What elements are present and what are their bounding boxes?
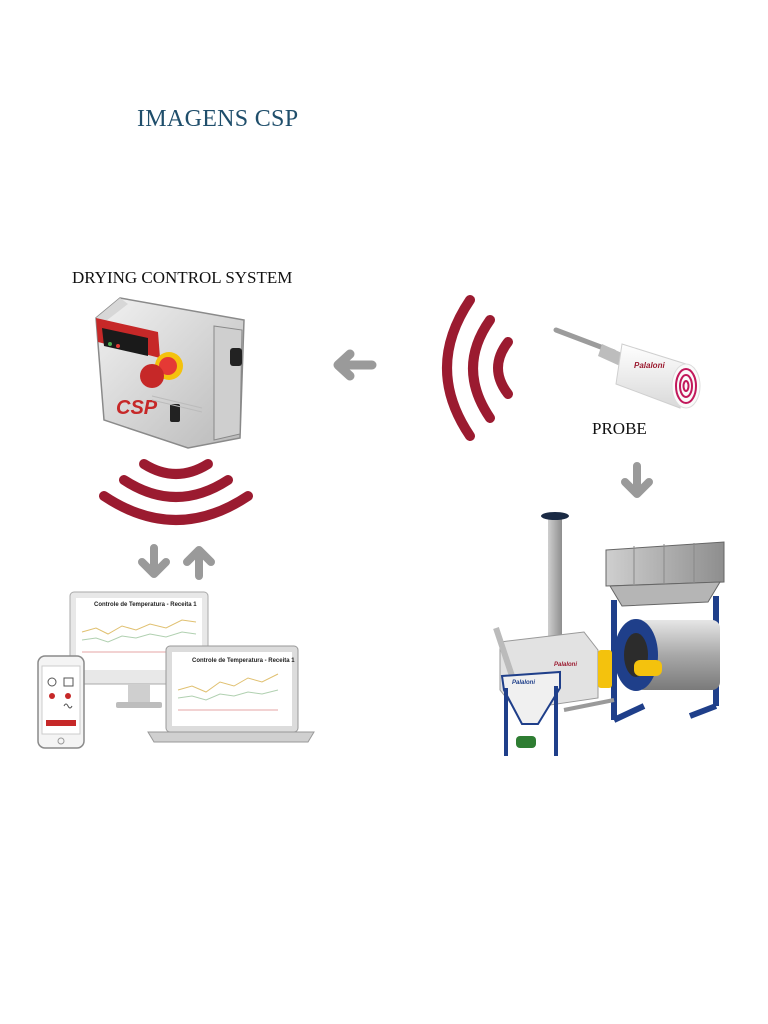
arrow-down-icon [138, 544, 170, 578]
monitoring-devices-image: Controle de Temperatura - Receita 1 Cont… [37, 591, 315, 749]
drying-control-system-label: DRYING CONTROL SYSTEM [72, 268, 293, 287]
dryer-brand: Palaloni [554, 662, 577, 668]
dryer-machine-image: Palaloni Palaloni [493, 512, 725, 756]
signal-waves-icon [99, 459, 253, 525]
laptop-screen-title: Controle de Temperatura - Receita 1 [192, 658, 295, 664]
control-box-image: CSP [95, 297, 245, 449]
page-title: IMAGENS CSP [137, 106, 299, 132]
monitor-screen-title: Controle de Temperatura - Receita 1 [94, 602, 197, 608]
probe-image: Palaloni [553, 327, 701, 409]
probe-brand: Palaloni [634, 361, 665, 370]
control-box-brand: CSP [116, 397, 158, 419]
arrow-down-icon [621, 462, 653, 498]
arrow-left-icon [333, 349, 377, 381]
probe-label: PROBE [592, 419, 647, 438]
signal-waves-icon [442, 295, 513, 441]
arrow-up-icon [183, 546, 215, 580]
hopper-brand: Palaloni [512, 680, 535, 686]
